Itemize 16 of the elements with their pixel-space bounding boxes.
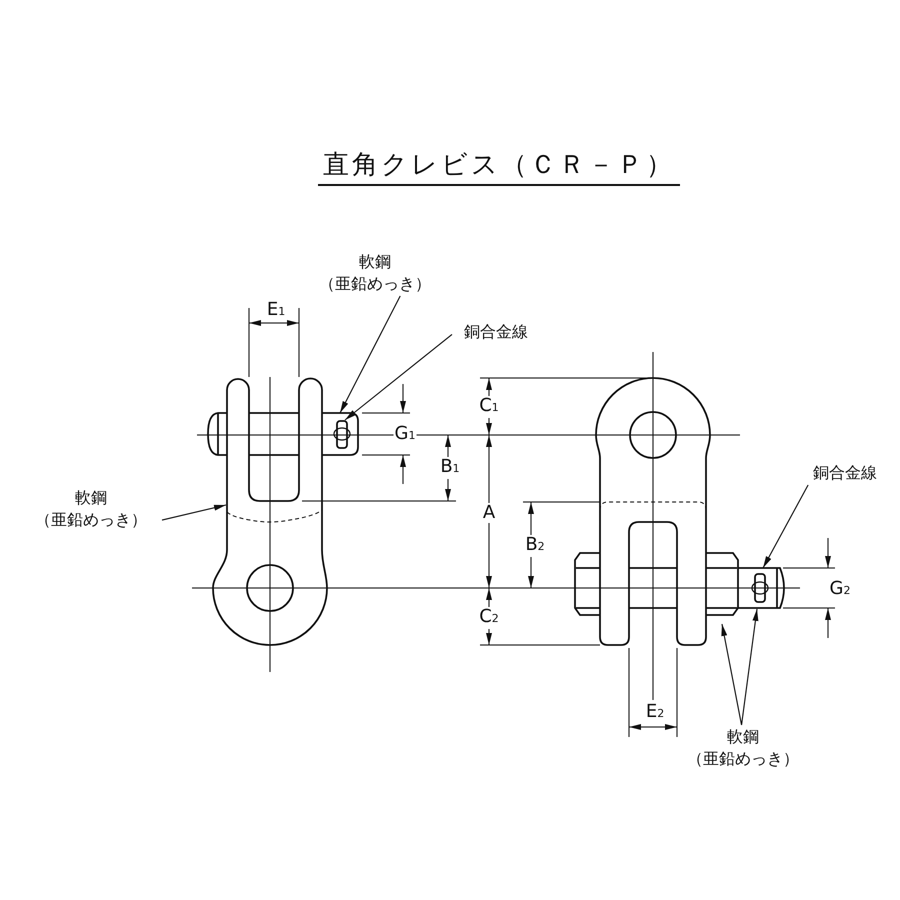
leader-line bbox=[762, 484, 809, 568]
drawing-title: 直角クレビス（ＣＲ－Ｐ） bbox=[318, 146, 680, 186]
material-label: （亜鉛めっき） bbox=[687, 748, 799, 770]
dimension-label: A bbox=[482, 503, 496, 523]
leader-line bbox=[162, 504, 226, 521]
leader-line bbox=[741, 608, 758, 726]
material-label: 軟鋼 bbox=[359, 251, 391, 273]
material-label: （亜鉛めっき） bbox=[35, 509, 147, 531]
material-label: 軟鋼 bbox=[727, 726, 759, 748]
material-label: 銅合金線 bbox=[464, 321, 528, 343]
material-label: 銅合金線 bbox=[813, 462, 877, 484]
material-label: 軟鋼 bbox=[75, 487, 107, 509]
leader-line bbox=[344, 334, 452, 420]
material-label: （亜鉛めっき） bbox=[319, 273, 431, 295]
leader-line bbox=[340, 296, 401, 414]
leader-line bbox=[721, 624, 742, 726]
